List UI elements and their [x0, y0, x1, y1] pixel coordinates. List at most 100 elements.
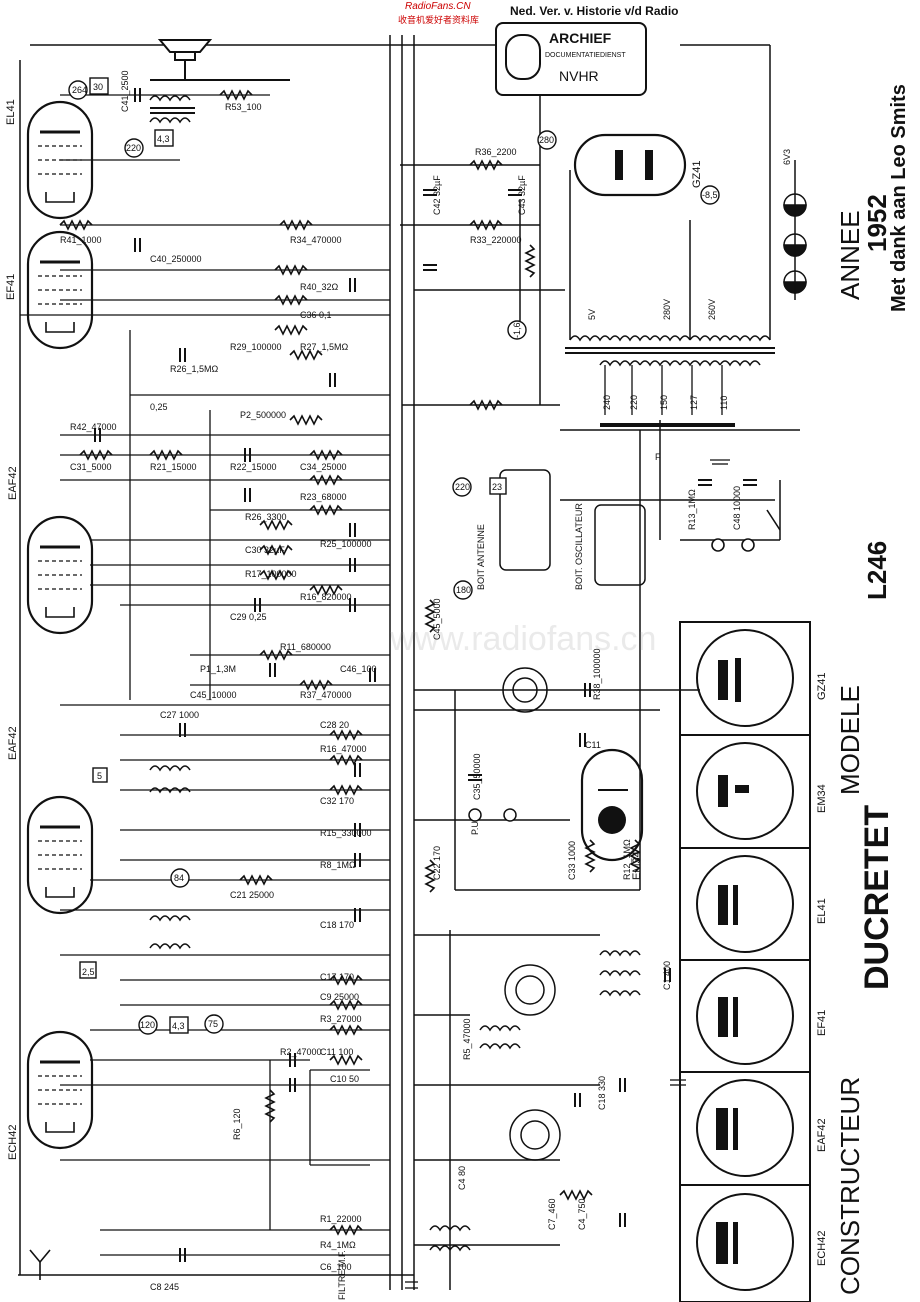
svg-text:R40_32Ω: R40_32Ω: [300, 282, 339, 292]
svg-text:C31_5000: C31_5000: [70, 462, 112, 472]
svg-text:220: 220: [455, 482, 470, 492]
svg-text:C36 0,1: C36 0,1: [300, 310, 332, 320]
voltage-values: 264 30 220 4,3 280 -8,5 6V3 5V 280V 260V…: [72, 82, 792, 1031]
stamp-org: NVHR: [559, 68, 599, 84]
svg-text:ECH42: ECH42: [816, 1231, 828, 1266]
if-transformers: [149, 765, 641, 1251]
svg-text:R11_680000: R11_680000: [280, 642, 331, 652]
svg-text:C18 330: C18 330: [597, 1076, 607, 1110]
svg-text:C45_5000: C45_5000: [432, 598, 442, 640]
svg-text:R42_47000: R42_47000: [70, 422, 117, 432]
svg-text:C33 1000: C33 1000: [567, 841, 577, 880]
svg-text:23: 23: [492, 482, 502, 492]
tube-em34: EM34: [580, 748, 644, 880]
svg-text:R53_100: R53_100: [225, 102, 262, 112]
voltage-badges: [68, 77, 720, 1035]
svg-text:C41_2500: C41_2500: [120, 70, 130, 112]
svg-text:GZ41: GZ41: [816, 672, 828, 700]
svg-text:C4 80: C4 80: [457, 1166, 467, 1190]
svg-text:EM34: EM34: [816, 784, 828, 813]
svg-text:R16_47000: R16_47000: [320, 744, 367, 754]
svg-text:150: 150: [659, 395, 669, 410]
tube-ech42: ECH42: [7, 1030, 94, 1160]
svg-text:R26_1,5MΩ: R26_1,5MΩ: [170, 364, 219, 374]
svg-text:EF41: EF41: [816, 1010, 828, 1036]
svg-text:F: F: [655, 452, 661, 462]
tube-eaf42-if: EAF42: [7, 466, 94, 635]
svg-text:C10 50: C10 50: [330, 1074, 359, 1084]
svg-text:C18 170: C18 170: [320, 920, 354, 930]
svg-text:R1_22000: R1_22000: [320, 1214, 362, 1224]
svg-text:BOIT ANTENNE: BOIT ANTENNE: [476, 524, 486, 590]
svg-text:280V: 280V: [662, 299, 672, 320]
svg-text:110: 110: [719, 396, 729, 410]
svg-text:84: 84: [174, 873, 184, 883]
base-view-electrodes: [716, 658, 749, 1264]
svg-text:2,5: 2,5: [82, 967, 95, 977]
svg-text:R5_47000: R5_47000: [462, 1018, 472, 1060]
svg-text:C46_100: C46_100: [340, 664, 377, 674]
svg-text:EF41: EF41: [5, 274, 17, 300]
band-switch-wafers: [499, 469, 646, 1161]
svg-text:C45_10000: C45_10000: [190, 690, 237, 700]
svg-text:C48 10000: C48 10000: [732, 486, 742, 530]
svg-text:4,3: 4,3: [172, 1021, 185, 1031]
svg-text:4,3: 4,3: [157, 134, 170, 144]
svg-text:280: 280: [539, 135, 554, 145]
branch-wires: [20, 94, 390, 1256]
svg-text:R34_470000: R34_470000: [290, 235, 342, 245]
svg-text:C42 32µF: C42 32µF: [432, 175, 442, 215]
svg-text:30: 30: [93, 82, 103, 92]
svg-text:C27 1000: C27 1000: [160, 710, 199, 720]
brand-label: DUCRETET: [858, 804, 896, 990]
constructeur-label: CONSTRUCTEUR: [835, 1076, 865, 1295]
svg-text:C4_750: C4_750: [577, 1198, 587, 1230]
tube-el41: EL41: [5, 99, 94, 220]
modele-label: MODELE: [835, 685, 865, 795]
svg-text:220: 220: [126, 143, 141, 153]
svg-text:R2_47000: R2_47000: [280, 1047, 322, 1057]
svg-text:EL41: EL41: [5, 99, 17, 125]
tube-gz41: GZ41: [573, 133, 703, 197]
stamp-icon: [505, 34, 541, 80]
svg-text:-1,6: -1,6: [512, 322, 522, 338]
svg-text:127: 127: [689, 395, 699, 410]
svg-text:260V: 260V: [707, 299, 717, 320]
svg-text:C35_50000: C35_50000: [472, 753, 482, 800]
svg-text:C6_100: C6_100: [320, 1262, 352, 1272]
svg-text:C9 25000: C9 25000: [320, 992, 359, 1002]
svg-text:R41_1000: R41_1000: [60, 235, 102, 245]
svg-text:C30 32µF: C30 32µF: [245, 545, 285, 555]
svg-text:C22 170: C22 170: [432, 846, 442, 880]
svg-text:EL41: EL41: [816, 898, 828, 924]
svg-text:120: 120: [140, 1020, 155, 1030]
svg-text:C11 100: C11 100: [320, 1047, 353, 1057]
watermark-text: www.radiofans.cn: [389, 620, 656, 658]
svg-text:C1 400: C1 400: [662, 961, 672, 990]
svg-text:C43 32µF: C43 32µF: [517, 175, 527, 215]
credit-label: Met dank aan Leo Smits: [888, 84, 910, 312]
svg-text:220: 220: [629, 395, 639, 410]
svg-text:R4_1MΩ: R4_1MΩ: [320, 1240, 356, 1250]
svg-text:C17 170: C17 170: [320, 972, 354, 982]
svg-text:R13_1MΩ: R13_1MΩ: [687, 489, 697, 530]
svg-text:R25_100000: R25_100000: [320, 539, 372, 549]
svg-text:EAF42: EAF42: [7, 466, 19, 500]
svg-text:BOIT. OSCILLATEUR: BOIT. OSCILLATEUR: [574, 503, 584, 590]
svg-text:C11: C11: [585, 740, 601, 750]
stamp-sub: DOCUMENTATIEDIENST: [545, 52, 626, 59]
svg-text:C8 245: C8 245: [150, 1282, 179, 1292]
capacitors: [94, 87, 758, 1263]
archive-stamp: ARCHIEF DOCUMENTATIEDIENST NVHR: [495, 22, 647, 96]
svg-text:EM34: EM34: [631, 851, 643, 880]
svg-text:240: 240: [602, 395, 612, 410]
svg-text:C29 0,25: C29 0,25: [230, 612, 267, 622]
tube-base-views: [679, 621, 811, 1302]
svg-text:EAF42: EAF42: [816, 1118, 828, 1152]
component-labels: C41_2500 R53_100 R41_1000 C40_250000 R34…: [60, 70, 742, 1292]
power-transformer: [565, 335, 775, 427]
svg-text:R6_120: R6_120: [232, 1108, 242, 1140]
ground-symbols: [405, 459, 730, 1289]
svg-text:0,25: 0,25: [150, 402, 168, 412]
